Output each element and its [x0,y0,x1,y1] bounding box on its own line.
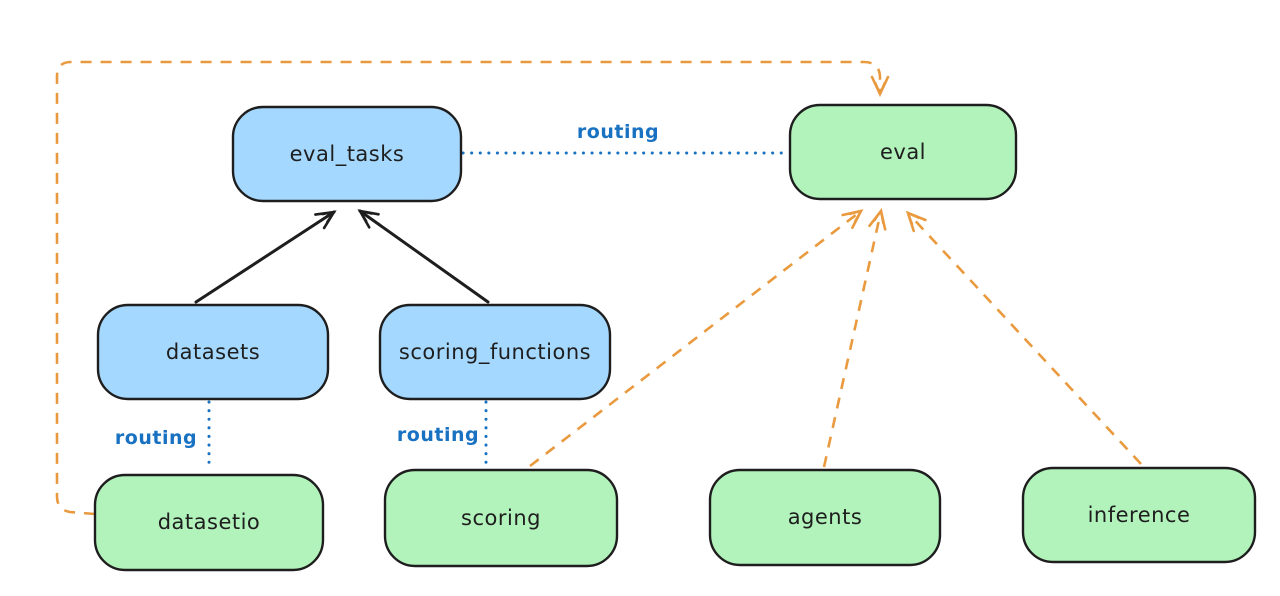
arrow-datasets-to-eval-tasks [194,210,337,304]
arrow-agents-to-eval [822,208,887,468]
node-eval-tasks-box [231,105,463,203]
node-agents-box [708,468,942,567]
node-datasets-label: datasets [166,340,260,364]
node-inference: inference [1021,466,1257,564]
node-eval: eval [788,103,1018,201]
routing-label-scoring-functions-to-scoring: routing [397,424,479,446]
edges-layer [55,60,1142,516]
node-inference-box [1021,466,1257,564]
node-agents-label: agents [788,505,863,529]
node-agents: agents [708,468,942,567]
node-scoring-functions: scoring_functions [378,303,612,401]
node-scoring-label: scoring [461,506,541,530]
node-scoring: scoring [383,468,619,568]
node-scoring-functions-box [378,303,612,401]
node-datasetio: datasetio [93,473,325,572]
arrow-scoring-to-eval [529,209,864,468]
node-eval-box [788,103,1018,201]
node-eval-tasks: eval_tasks [231,105,463,203]
arrow-scoring-functions-to-eval-tasks [357,209,490,304]
edge-labels-layer: routing routing routing [115,121,659,449]
node-eval-tasks-label: eval_tasks [290,142,405,167]
nodes-layer: eval_tasks eval datasets scoring_functio… [93,103,1257,572]
node-datasetio-box [93,473,325,572]
node-inference-label: inference [1088,503,1191,527]
arrow-inference-to-eval [905,210,1142,465]
routing-label-eval-tasks-to-eval: routing [577,121,659,143]
node-datasetio-label: datasetio [158,510,261,534]
node-datasets-box [96,303,330,401]
node-eval-label: eval [880,140,926,164]
node-datasets: datasets [96,303,330,401]
node-scoring-functions-label: scoring_functions [399,340,591,365]
node-scoring-box [383,468,619,568]
routing-label-datasets-to-datasetio: routing [115,427,197,449]
